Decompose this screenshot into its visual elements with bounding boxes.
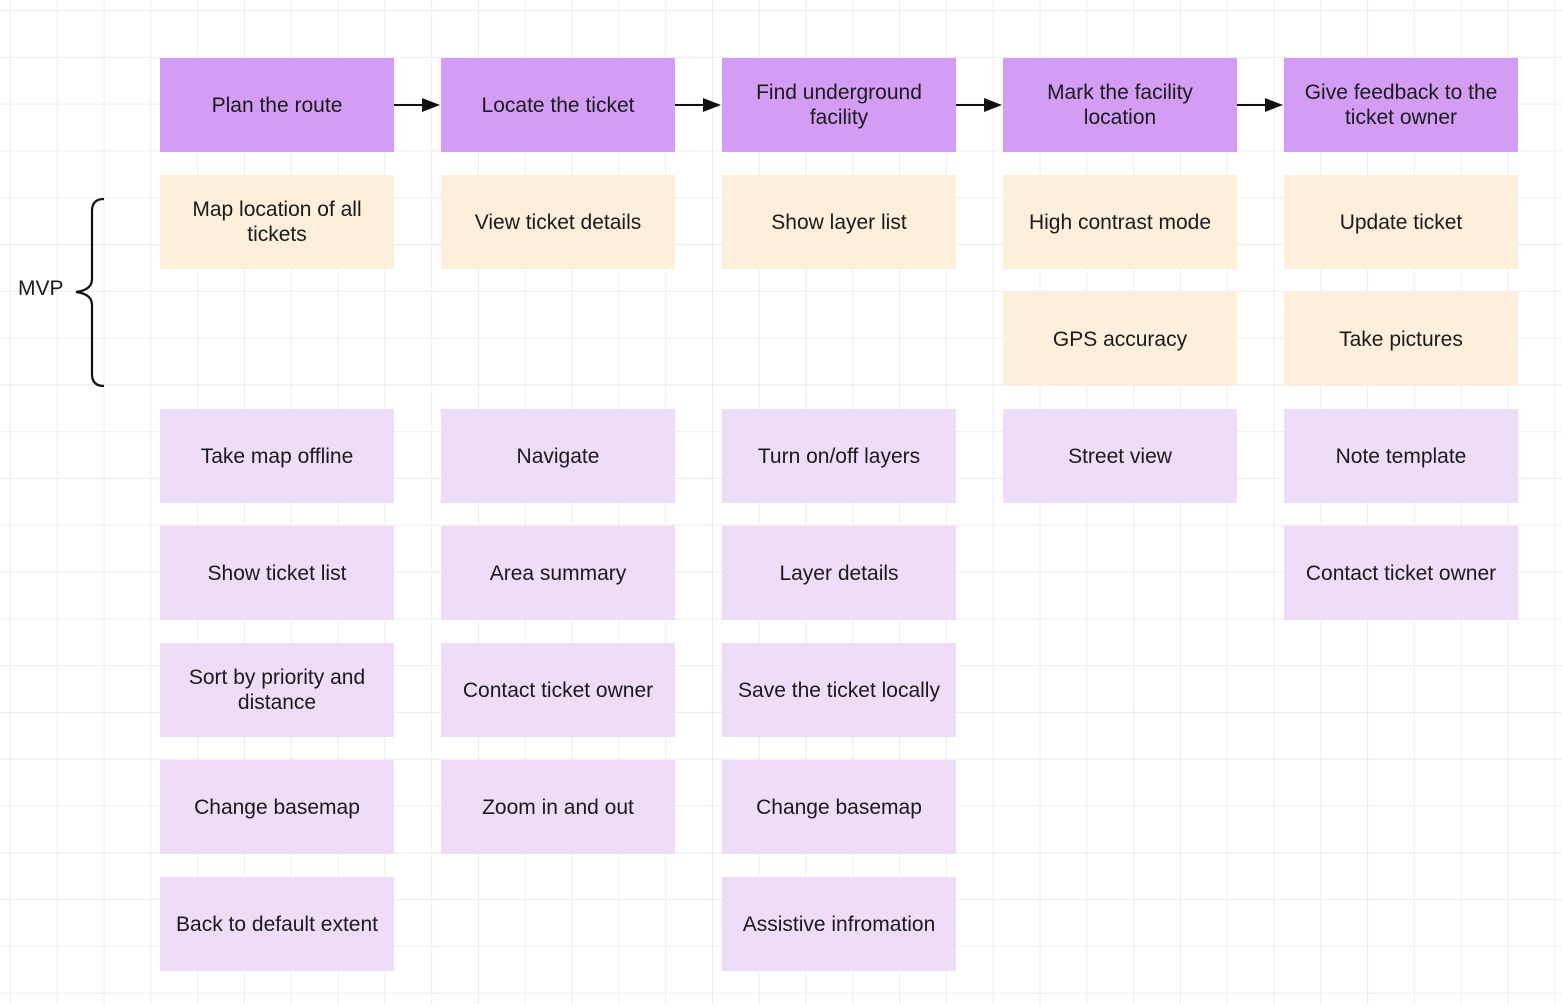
backlog-story-card[interactable]: Change basemap (160, 760, 394, 854)
backlog-story-card[interactable]: Contact ticket owner (1284, 526, 1518, 620)
backlog-story-card[interactable]: Change basemap (722, 760, 956, 854)
flow-arrow (956, 98, 1002, 112)
backlog-story-card[interactable]: Note template (1284, 409, 1518, 503)
activity-mark-facility-location[interactable]: Mark the facility location (1003, 58, 1237, 152)
activity-find-underground-facility[interactable]: Find underground facility (722, 58, 956, 152)
backlog-story-card[interactable]: Save the ticket locally (722, 643, 956, 737)
mvp-story-card[interactable]: Take pictures (1284, 292, 1518, 386)
backlog-story-card[interactable]: Street view (1003, 409, 1237, 503)
flow-arrow (1237, 98, 1283, 112)
backlog-story-card[interactable]: Layer details (722, 526, 956, 620)
backlog-story-card[interactable]: Navigate (441, 409, 675, 503)
backlog-story-card[interactable]: Show ticket list (160, 526, 394, 620)
activity-plan-the-route[interactable]: Plan the route (160, 58, 394, 152)
flow-arrow (394, 98, 440, 112)
mvp-label: MVP (18, 277, 64, 300)
backlog-story-card[interactable]: Sort by priority and distance (160, 643, 394, 737)
backlog-story-card[interactable]: Contact ticket owner (441, 643, 675, 737)
backlog-story-card[interactable]: Take map offline (160, 409, 394, 503)
flow-arrow (675, 98, 721, 112)
backlog-story-card[interactable]: Back to default extent (160, 877, 394, 971)
mvp-story-card[interactable]: Show layer list (722, 175, 956, 269)
mvp-story-card[interactable]: High contrast mode (1003, 175, 1237, 269)
mvp-story-card[interactable]: Update ticket (1284, 175, 1518, 269)
backlog-story-card[interactable]: Turn on/off layers (722, 409, 956, 503)
mvp-story-card[interactable]: GPS accuracy (1003, 292, 1237, 386)
activity-give-feedback[interactable]: Give feedback to the ticket owner (1284, 58, 1518, 152)
backlog-story-card[interactable]: Zoom in and out (441, 760, 675, 854)
mvp-story-card[interactable]: Map location of all tickets (160, 175, 394, 269)
activity-locate-the-ticket[interactable]: Locate the ticket (441, 58, 675, 152)
mvp-brace (75, 197, 105, 388)
backlog-story-card[interactable]: Assistive infromation (722, 877, 956, 971)
mvp-story-card[interactable]: View ticket details (441, 175, 675, 269)
backlog-story-card[interactable]: Area summary (441, 526, 675, 620)
